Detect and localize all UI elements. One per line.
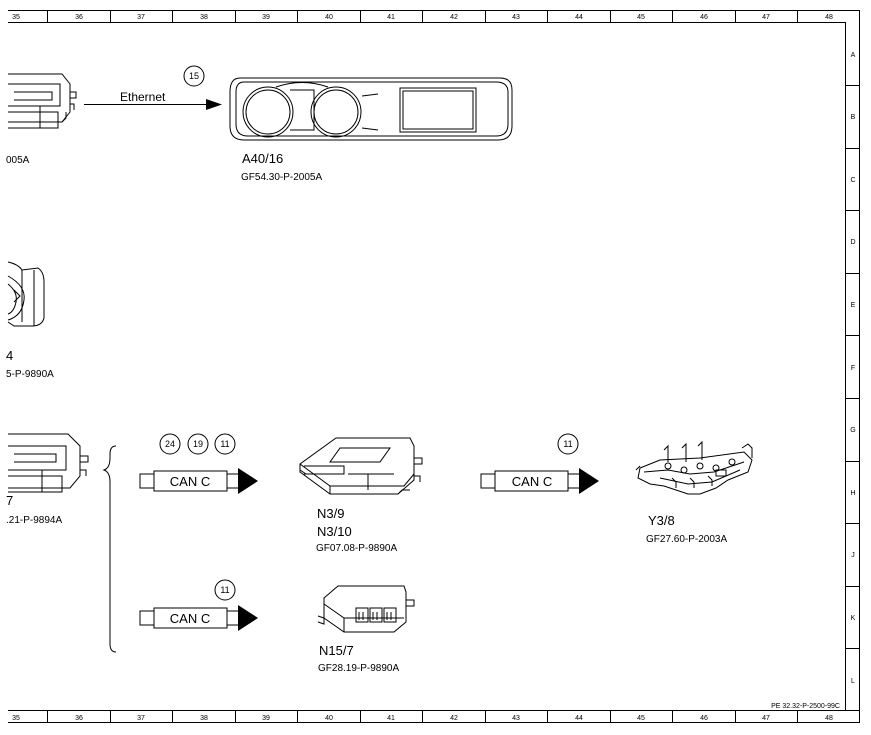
can1-ref-number: 11 xyxy=(220,439,229,449)
col-label: 39 xyxy=(262,715,270,722)
control-unit-n3 xyxy=(299,437,423,495)
component-code-a40-16: A40/16 xyxy=(242,151,283,166)
can2-ref-number: 11 xyxy=(563,439,572,449)
frame xyxy=(8,10,860,723)
col-label: 37 xyxy=(137,14,145,21)
col-label: 40 xyxy=(325,14,333,21)
can-connection-2: CAN C 11 xyxy=(480,433,599,494)
component-ref-a40-16: GF54.30-P-2005A xyxy=(241,172,322,183)
ref-number-circle xyxy=(183,65,205,87)
col-label: 43 xyxy=(512,715,520,722)
partial-code-bottom: 7 xyxy=(6,493,13,508)
row-label: K xyxy=(851,615,856,622)
row-label: E xyxy=(851,302,856,309)
col-label: 44 xyxy=(575,715,583,722)
can-label: CAN C xyxy=(512,474,552,489)
partial-ref-mid: 5-P-9890A xyxy=(6,369,54,380)
col-label: 42 xyxy=(450,14,458,21)
row-label: J xyxy=(851,552,855,559)
col-label: 48 xyxy=(825,14,833,21)
col-label: 35 xyxy=(12,14,20,21)
arrow-head-icon xyxy=(579,468,599,494)
component-code-n15-7: N15/7 xyxy=(319,643,354,658)
column-dividers xyxy=(47,10,798,723)
can-label: CAN C xyxy=(170,611,210,626)
col-label: 44 xyxy=(575,14,583,21)
col-label: 47 xyxy=(762,14,770,21)
partial-code-mid: 4 xyxy=(6,348,13,363)
ref-number-circle xyxy=(214,433,236,455)
component-ref-n15-7: GF28.19-P-9890A xyxy=(318,663,399,674)
row-label: A xyxy=(851,52,856,59)
partial-control-unit-top xyxy=(8,73,77,129)
can-connection-3: CAN C 11 xyxy=(139,579,258,631)
partial-component-mid xyxy=(7,261,45,327)
row-label: G xyxy=(850,427,855,434)
can-connection-1: CAN C 24 19 11 xyxy=(139,433,258,494)
control-unit-n15-7 xyxy=(317,585,415,633)
col-label: 41 xyxy=(387,14,395,21)
column-labels-bottom: 35 36 37 38 39 40 41 42 43 44 45 46 47 4… xyxy=(12,715,833,722)
row-label: L xyxy=(851,678,855,685)
component-code-n3-10: N3/10 xyxy=(317,524,352,539)
partial-ref-bottom: .21-P-9894A xyxy=(6,515,62,526)
component-code-n3-9: N3/9 xyxy=(317,506,344,521)
document-number: PE 32.32-P-2500-99C xyxy=(771,703,840,710)
col-label: 39 xyxy=(262,14,270,21)
partial-control-unit-bottom xyxy=(8,433,89,493)
component-ref-y3-8: GF27.60-P-2003A xyxy=(646,534,727,545)
col-label: 45 xyxy=(637,715,645,722)
can1-ref-number: 24 xyxy=(165,439,175,449)
ethernet-label: Ethernet xyxy=(120,90,166,104)
ethernet-ref-number: 15 xyxy=(189,71,199,81)
component-code-y3-8: Y3/8 xyxy=(648,513,675,528)
ref-number-circle xyxy=(557,433,579,455)
col-label: 46 xyxy=(700,14,708,21)
row-labels: A B C D E F G H J K L xyxy=(850,52,855,685)
row-label: C xyxy=(850,177,855,184)
col-label: 48 xyxy=(825,715,833,722)
col-label: 38 xyxy=(200,715,208,722)
ethernet-connection: Ethernet 15 xyxy=(84,65,222,110)
arrow-head-icon xyxy=(238,605,258,631)
col-label: 46 xyxy=(700,715,708,722)
row-label: F xyxy=(851,365,855,372)
arrow-head-icon xyxy=(238,468,258,494)
row-label: B xyxy=(851,114,856,121)
row-dividers xyxy=(846,85,859,649)
col-label: 47 xyxy=(762,715,770,722)
ref-number-circle xyxy=(187,433,209,455)
col-label: 41 xyxy=(387,715,395,722)
component-ref-n3: GF07.08-P-9890A xyxy=(316,543,397,554)
col-label: 35 xyxy=(12,715,20,722)
arrow-head-icon xyxy=(206,99,222,110)
col-label: 40 xyxy=(325,715,333,722)
display-unit-a40-16 xyxy=(229,77,513,141)
col-label: 36 xyxy=(75,715,83,722)
can-label: CAN C xyxy=(170,474,210,489)
col-label: 37 xyxy=(137,715,145,722)
can3-ref-number: 11 xyxy=(220,585,229,595)
col-label: 43 xyxy=(512,14,520,21)
grouping-brace xyxy=(102,445,117,653)
ref-number-circle xyxy=(159,433,181,455)
partial-ref-top: 005A xyxy=(6,155,30,166)
valve-body-y3-8 xyxy=(635,440,753,495)
col-label: 38 xyxy=(200,14,208,21)
column-labels-top: 35 36 37 38 39 40 41 42 43 44 45 46 47 4… xyxy=(12,14,833,21)
row-label: H xyxy=(850,490,855,497)
can1-ref-number: 19 xyxy=(193,439,203,449)
row-label: D xyxy=(850,239,855,246)
col-label: 36 xyxy=(75,14,83,21)
col-label: 45 xyxy=(637,14,645,21)
ref-number-circle xyxy=(214,579,236,601)
col-label: 42 xyxy=(450,715,458,722)
